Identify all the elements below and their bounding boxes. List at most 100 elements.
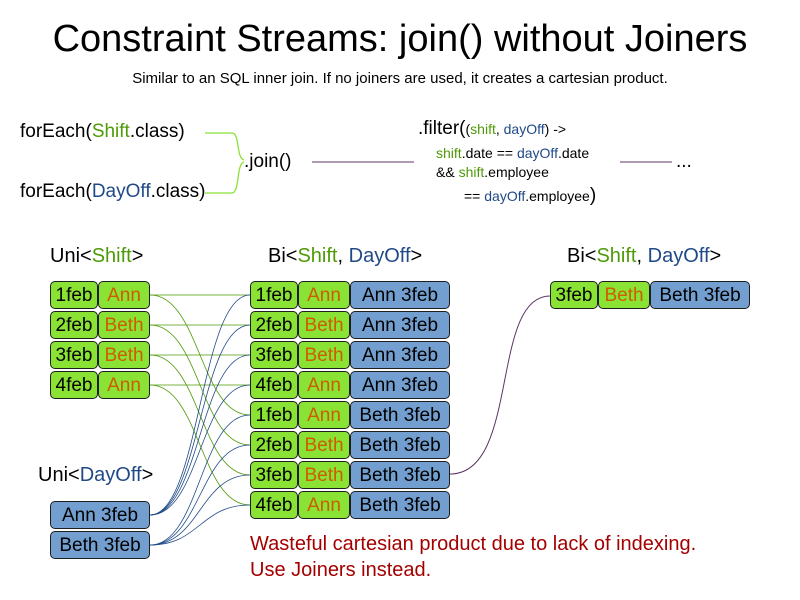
shift-wires bbox=[149, 294, 251, 506]
bi-dayoff-cell: Beth 3feb bbox=[350, 491, 450, 519]
shift-join-wire bbox=[149, 384, 251, 506]
dayoff-wires bbox=[149, 294, 251, 546]
filter-result-wire bbox=[449, 295, 551, 475]
foreach-dayoff-suffix: .class) bbox=[150, 181, 206, 202]
dayoff-join-wire bbox=[149, 384, 251, 516]
warning-line-1: Wasteful cartesian product due to lack o… bbox=[250, 533, 697, 555]
heading-bi-right-prefix: Bi< bbox=[567, 245, 597, 267]
filter-close: ) bbox=[589, 185, 597, 206]
filter-line-1: .filter((shift, dayOff) -> bbox=[418, 118, 566, 140]
dayoff-join-wire bbox=[149, 444, 251, 546]
heading-bi-middle-suffix: > bbox=[410, 245, 423, 267]
foreach-dayoff-code: forEach(DayOff.class) bbox=[20, 181, 206, 203]
result-dayoff-cell: Beth 3feb bbox=[650, 281, 750, 309]
heading-bi-middle-t2: DayOff bbox=[348, 245, 411, 267]
heading-bi-right-t2: DayOff bbox=[647, 245, 710, 267]
filter-l4-employee: .employee bbox=[525, 188, 590, 204]
filter-comma: , bbox=[495, 121, 504, 137]
bi-dayoff-cell: Beth 3feb bbox=[350, 401, 450, 429]
bi-dayoff-cell: Beth 3feb bbox=[350, 461, 450, 489]
filter-l3-shift: shift bbox=[458, 164, 485, 180]
filter-l2-date: .date == bbox=[461, 145, 517, 161]
heading-uni-shift-prefix: Uni< bbox=[50, 245, 92, 267]
page-subtitle: Similar to an SQL inner join. If no join… bbox=[132, 70, 668, 87]
heading-uni-dayoff-type: DayOff bbox=[79, 464, 142, 486]
dayoff-join-wire bbox=[149, 474, 251, 546]
filter-l3-and: && bbox=[436, 164, 459, 180]
filter-l2-dayoff: dayOff bbox=[516, 145, 558, 161]
foreach-shift-prefix: forEach( bbox=[20, 121, 92, 142]
shift-join-wire bbox=[149, 354, 251, 476]
heading-uni-shift-suffix: > bbox=[131, 245, 144, 267]
filter-l4-eq: == bbox=[464, 188, 485, 204]
heading-bi-right-suffix: > bbox=[709, 245, 722, 267]
page-title: Constraint Streams: join() without Joine… bbox=[52, 18, 748, 60]
ellipsis: ... bbox=[676, 151, 692, 172]
filter-arg-shift: shift bbox=[470, 121, 496, 137]
join-bracket bbox=[205, 132, 245, 194]
bi-dayoff-cell: Ann 3feb bbox=[350, 371, 450, 399]
result-date-cell: 3feb bbox=[550, 281, 598, 309]
bi-date-cell: 1feb bbox=[250, 401, 298, 429]
bi-date-cell: 1feb bbox=[250, 281, 298, 309]
bi-employee-cell: Ann bbox=[298, 281, 350, 309]
dayoff-join-wire bbox=[149, 324, 251, 516]
filter-arrow: ) -> bbox=[544, 121, 567, 137]
heading-bi-right-t1: Shift bbox=[596, 245, 637, 267]
join-call: .join() bbox=[244, 151, 292, 172]
bi-date-cell: 4feb bbox=[250, 491, 298, 519]
filter-l2-date2: .date bbox=[557, 145, 590, 161]
shift-date-cell: 4feb bbox=[50, 371, 98, 399]
bi-employee-cell: Ann bbox=[298, 491, 350, 519]
filter-arg-dayoff: dayOff bbox=[503, 121, 545, 137]
shift-date-cell: 3feb bbox=[50, 341, 98, 369]
bi-date-cell: 2feb bbox=[250, 431, 298, 459]
shift-date-cell: 2feb bbox=[50, 311, 98, 339]
bi-employee-cell: Beth bbox=[298, 431, 350, 459]
dayoff-cell: Beth 3feb bbox=[50, 531, 150, 559]
dayoff-join-wire bbox=[149, 414, 251, 546]
filter-l4-dayoff: dayOff bbox=[484, 188, 526, 204]
shift-employee-cell: Ann bbox=[98, 281, 150, 309]
heading-uni-shift-type: Shift bbox=[91, 245, 132, 267]
filter-open: .filter( bbox=[418, 118, 466, 139]
filter-paren: ( bbox=[465, 121, 471, 137]
dayoff-join-wire bbox=[149, 354, 251, 516]
bi-date-cell: 3feb bbox=[250, 341, 298, 369]
bi-date-cell: 4feb bbox=[250, 371, 298, 399]
heading-bi-middle-t1: Shift bbox=[297, 245, 338, 267]
bi-employee-cell: Ann bbox=[298, 401, 350, 429]
heading-uni-dayoff-suffix: > bbox=[141, 464, 154, 486]
bi-dayoff-cell: Ann 3feb bbox=[350, 311, 450, 339]
filter-line-2: shift.date == dayOff.date bbox=[436, 145, 589, 161]
filter-l2-shift: shift bbox=[436, 145, 462, 161]
heading-bi-middle-sep: , bbox=[337, 245, 349, 267]
bi-employee-cell: Ann bbox=[298, 371, 350, 399]
heading-uni-dayoff: Uni<DayOff> bbox=[38, 464, 153, 487]
bi-employee-cell: Beth bbox=[298, 341, 350, 369]
bi-dayoff-cell: Ann 3feb bbox=[350, 281, 450, 309]
shift-join-wire bbox=[149, 294, 251, 416]
foreach-shift-code: forEach(Shift.class) bbox=[20, 121, 185, 143]
foreach-dayoff-prefix: forEach( bbox=[20, 181, 92, 202]
foreach-shift-type: Shift bbox=[91, 121, 130, 142]
heading-bi-middle: Bi<Shift, DayOff> bbox=[268, 245, 422, 268]
bi-employee-cell: Beth bbox=[298, 461, 350, 489]
shift-join-wire bbox=[149, 324, 251, 446]
dayoff-join-wire bbox=[149, 294, 251, 516]
dayoff-cell: Ann 3feb bbox=[50, 501, 150, 529]
shift-date-cell: 1feb bbox=[50, 281, 98, 309]
bi-employee-cell: Beth bbox=[298, 311, 350, 339]
filter-line-4: == dayOff.employee) bbox=[464, 185, 596, 207]
heading-uni-dayoff-prefix: Uni< bbox=[38, 464, 80, 486]
bi-date-cell: 2feb bbox=[250, 311, 298, 339]
heading-bi-right: Bi<Shift, DayOff> bbox=[567, 245, 721, 268]
dayoff-join-wire bbox=[149, 504, 251, 546]
foreach-dayoff-type: DayOff bbox=[91, 181, 151, 202]
filter-line-3: && shift.employee bbox=[436, 164, 549, 180]
foreach-shift-suffix: .class) bbox=[129, 121, 185, 142]
bi-date-cell: 3feb bbox=[250, 461, 298, 489]
warning-line-2: Use Joiners instead. bbox=[250, 559, 432, 581]
bi-dayoff-cell: Ann 3feb bbox=[350, 341, 450, 369]
